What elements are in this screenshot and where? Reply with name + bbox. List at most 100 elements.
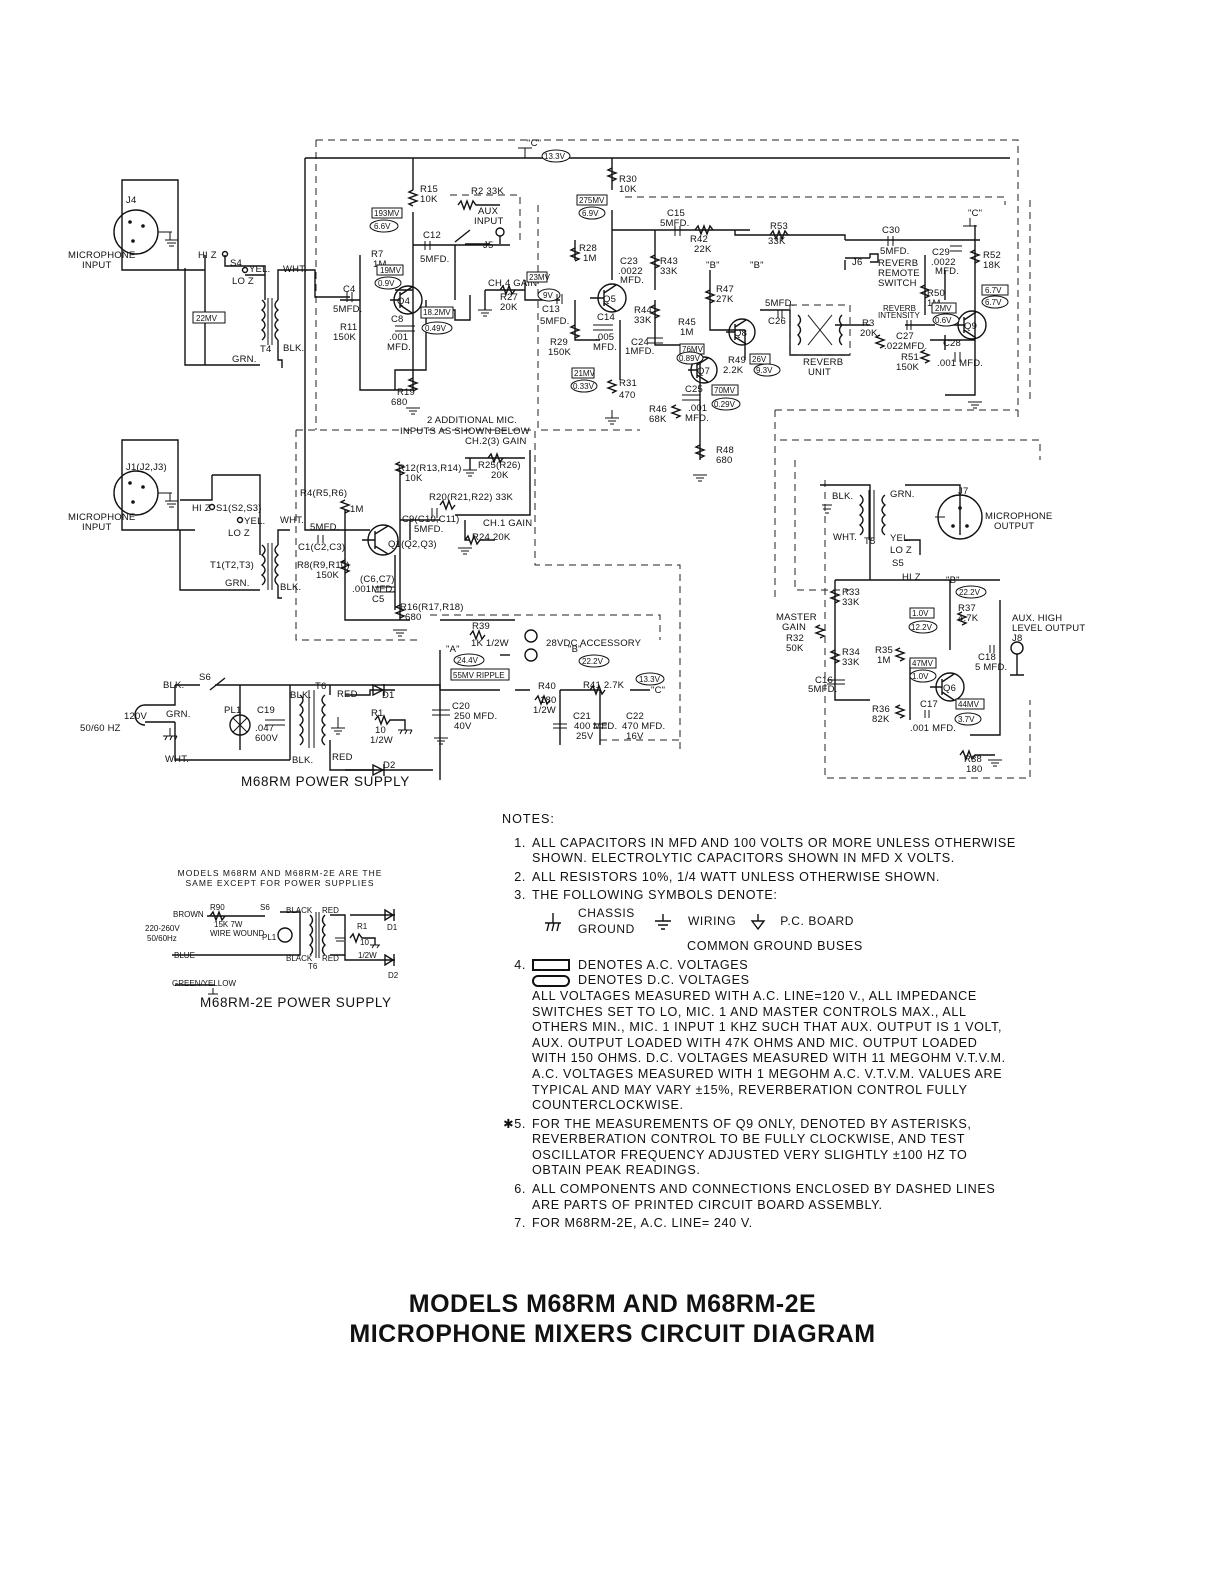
wiring-top [288,157,1010,531]
svg-text:"C": "C" [968,208,982,219]
svg-text:150K: 150K [548,347,571,358]
note-5: ✱5. FOR THE MEASUREMENTS OF Q9 ONLY, DEN… [503,1116,972,1178]
switch-s1[interactable]: HI Z S1(S2,S3) YEL. LO Z GRN. [179,474,265,591]
mic-input-j4[interactable]: J4 MICROPHONE INPUT [68,179,205,271]
symbol-legend: CHASSIS GROUND WIRING P.C. BOARD [532,904,1062,939]
svg-text:25V: 25V [576,731,594,742]
svg-text:C30: C30 [882,225,900,236]
mic-input-j1[interactable]: J1(J2,J3) MICROPHONE INPUT [68,439,195,533]
svg-text:5MFD.: 5MFD. [420,254,450,265]
svg-text:R31: R31 [619,378,637,389]
aux-input-j5[interactable]: AUX INPUT J5 C12 5MFD. [420,206,505,265]
j4-label: J4 [126,195,136,206]
svg-text:Q7: Q7 [697,366,710,377]
stage-q1-components: R12(R13,R14) 10K CH.2(3) GAIN R25(R26) 2… [297,436,532,637]
svg-text:REVERB: REVERB [803,357,843,368]
svg-text:.001: .001 [389,332,408,343]
svg-text:C4: C4 [343,284,356,295]
svg-text:GRN.: GRN. [225,578,250,589]
svg-text:C9(C10,C11): C9(C10,C11) [402,514,459,525]
svg-text:680: 680 [391,397,407,408]
svg-text:R34: R34 [842,647,860,658]
svg-text:RED: RED [322,954,339,963]
svg-text:HI Z: HI Z [192,503,211,514]
svg-text:"B": "B" [750,260,764,271]
svg-text:OUTPUT: OUTPUT [994,521,1034,532]
mic-output-j7[interactable]: J7 MICROPHONE OUTPUT [820,484,1052,580]
svg-text:RED: RED [337,689,358,700]
svg-text:S6: S6 [199,672,211,683]
svg-text:76MV: 76MV [682,345,704,354]
svg-text:REVERB: REVERB [883,304,916,313]
switch-s4[interactable]: HI Z S4 YEL. LO Z 22MV GRN. [184,250,270,366]
mic-input-2-label-2: INPUT [82,522,112,533]
svg-text:R37: R37 [958,603,976,614]
note-2: 2. ALL RESISTORS 10%, 1/4 WATT UNLESS OT… [514,869,941,884]
svg-text:CH.4 GAIN: CH.4 GAIN [488,278,537,289]
power-supply-m68rm-2e: BROWN BLUE GREEN/YELLOW R90 15K 7W WIRE … [145,903,399,995]
svg-text:T6: T6 [308,962,318,971]
svg-text:MFD.: MFD. [593,342,617,353]
svg-text:C27: C27 [896,331,914,342]
reverb-unit[interactable]: REVERB UNIT [789,304,851,378]
page-title-line-2: MICROPHONE MIXERS CIRCUIT DIAGRAM [349,1320,876,1348]
svg-text:LO Z: LO Z [232,276,254,287]
svg-text:10K: 10K [619,184,637,195]
svg-text:1.0V: 1.0V [912,672,929,681]
svg-text:0.89V: 0.89V [679,354,701,363]
svg-text:50K: 50K [786,643,804,654]
svg-text:13.3V: 13.3V [544,152,566,161]
aux-output-j8[interactable]: AUX. HIGH LEVEL OUTPUT J8 [1010,613,1085,676]
svg-text:R25(R26): R25(R26) [478,460,521,471]
svg-text:MFD.: MFD. [387,342,411,353]
svg-text:MFD.: MFD. [620,275,644,286]
transistor-q1 [362,524,399,556]
svg-text:T4: T4 [260,344,272,355]
svg-text:6.7V: 6.7V [985,298,1002,307]
svg-text:LO Z: LO Z [228,528,250,539]
svg-text:S5: S5 [892,558,904,569]
svg-text:1/2W: 1/2W [358,951,377,960]
svg-text:22MV: 22MV [196,314,218,323]
svg-text:R47: R47 [716,284,734,295]
svg-text:470 MFD.: 470 MFD. [622,721,665,732]
power-supply-m68rm: BLK. S6 120V 50/60 HZ GRN. WHT. PL1 C19 … [80,619,665,780]
svg-text:470: 470 [619,390,635,401]
svg-text:10K: 10K [405,473,423,484]
svg-text:R41 2.7K: R41 2.7K [583,680,625,691]
svg-text:18K: 18K [983,260,1001,271]
reverb-remote-switch-j6[interactable]: J6 REVERB REMOTE SWITCH C30 5MFD. [845,225,920,289]
svg-text:BROWN: BROWN [173,910,204,919]
svg-text:2.2K: 2.2K [723,365,744,376]
svg-text:C22: C22 [626,711,644,722]
svg-text:BLK.: BLK. [832,491,853,502]
svg-text:YEL.: YEL. [249,264,270,275]
wiring-ground-label: WIRING [688,913,737,928]
svg-text:BLK.: BLK. [283,343,304,354]
svg-text:680: 680 [716,455,732,466]
svg-text:6.6V: 6.6V [374,222,391,231]
svg-text:R46: R46 [649,404,667,415]
svg-text:S6: S6 [260,903,270,912]
svg-text:44MV: 44MV [958,700,980,709]
svg-text:33K: 33K [768,236,786,247]
pc-board-ground-label: P.C. BOARD [780,913,855,928]
svg-text:6.7V: 6.7V [985,286,1002,295]
svg-text:150K: 150K [316,570,339,581]
svg-text:C28: C28 [943,338,961,349]
svg-text:16V: 16V [626,731,644,742]
power-supply-2e-caption: M68RM-2E POWER SUPPLY [200,995,392,1010]
svg-text:33K: 33K [842,657,860,668]
svg-text:REVERB: REVERB [878,258,918,269]
svg-text:R35: R35 [875,645,893,656]
svg-text:C16: C16 [815,675,833,686]
svg-text:R1: R1 [371,708,384,719]
note-6: 6. ALL COMPONENTS AND CONNECTIONS ENCLOS… [514,1182,996,1212]
svg-text:R20(R21,R22) 33K: R20(R21,R22) 33K [429,492,513,503]
svg-text:1/2W: 1/2W [533,705,556,716]
ch4-gain-control[interactable]: CH.4 GAIN R27 20K 23MV 9V C13 5MFD. [478,271,570,327]
svg-text:R49: R49 [728,355,746,366]
svg-text:R90: R90 [210,903,225,912]
svg-text:24.4V: 24.4V [457,656,479,665]
mic-input-label-2: INPUT [82,260,112,271]
